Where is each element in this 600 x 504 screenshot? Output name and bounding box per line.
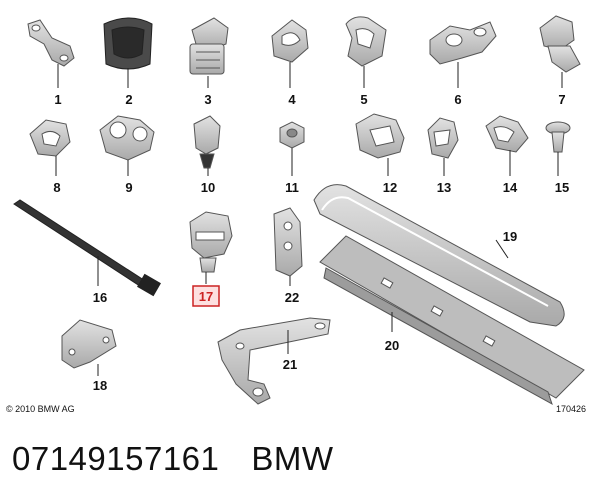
pipe-holder-icon xyxy=(99,115,155,161)
part-number-label[interactable]: 5 xyxy=(360,92,367,107)
square-clip-icon xyxy=(355,113,405,159)
part-number-label[interactable]: 9 xyxy=(125,180,132,195)
part-number-label[interactable]: 10 xyxy=(201,180,215,195)
hex-nut-icon xyxy=(279,121,305,149)
image-number: 170426 xyxy=(555,404,586,414)
c-clip-icon xyxy=(29,119,71,157)
copyright-text: © 2010 BMW AG xyxy=(6,404,75,414)
part-number-label[interactable]: 18 xyxy=(93,378,107,393)
wire-clip-icon xyxy=(485,115,529,153)
support-bracket-icon xyxy=(217,317,331,405)
part-number-label[interactable]: 15 xyxy=(555,180,569,195)
spring-clip-icon xyxy=(189,17,229,75)
stacked-clip-icon xyxy=(273,207,303,277)
part-number-label[interactable]: 20 xyxy=(385,338,399,353)
part-number-text: 07149157161 xyxy=(12,440,220,477)
mounting-bracket-icon xyxy=(61,319,117,369)
part-number-label[interactable]: 8 xyxy=(53,180,60,195)
double-clip-icon xyxy=(429,21,497,65)
part-number-label[interactable]: 14 xyxy=(503,180,518,195)
cable-clip-icon xyxy=(271,19,309,63)
part-number-label[interactable]: 12 xyxy=(383,180,397,195)
part-number-label[interactable]: 4 xyxy=(288,92,296,107)
cable-duct-icon xyxy=(319,235,585,406)
leader-lines xyxy=(55,62,563,376)
highlight-box xyxy=(192,285,220,307)
push-clip-icon xyxy=(539,15,581,73)
part-number-label[interactable]: 2 xyxy=(125,92,132,107)
part-number-label[interactable]: 3 xyxy=(204,92,211,107)
push-rivet-icon xyxy=(545,121,571,153)
callout-numbers: 1 2 3 4 5 6 7 8 9 10 11 12 13 14 15 16 1… xyxy=(53,92,569,393)
part-number-label[interactable]: 1 xyxy=(54,92,61,107)
rubber-grommet-icon xyxy=(103,17,153,70)
part-number-label[interactable]: 13 xyxy=(437,180,451,195)
footer-caption: 07149157161 BMW xyxy=(12,440,334,478)
clip-holder-icon xyxy=(427,117,459,159)
brand-text: BMW xyxy=(251,440,334,477)
fir-tree-clip-icon xyxy=(193,115,221,169)
cover-lid-icon xyxy=(313,184,565,327)
part-number-label[interactable]: 11 xyxy=(285,180,299,195)
part-number-label[interactable]: 7 xyxy=(558,92,565,107)
cable-tie-icon xyxy=(13,199,161,297)
part-number-label[interactable]: 22 xyxy=(285,290,299,305)
retaining-clip-icon xyxy=(189,211,233,273)
part-number-label[interactable]: 19 xyxy=(503,229,517,244)
part-number-label[interactable]: 16 xyxy=(93,290,107,305)
bracket-tab-icon xyxy=(27,19,75,67)
open-clip-icon xyxy=(345,16,387,67)
part-number-label[interactable]: 6 xyxy=(454,92,461,107)
part-number-label[interactable]: 21 xyxy=(283,357,297,372)
parts-diagram: 1 2 3 4 5 6 7 8 9 10 11 12 13 14 15 16 1… xyxy=(13,15,585,406)
part-number-label-highlighted[interactable]: 17 xyxy=(199,289,213,304)
